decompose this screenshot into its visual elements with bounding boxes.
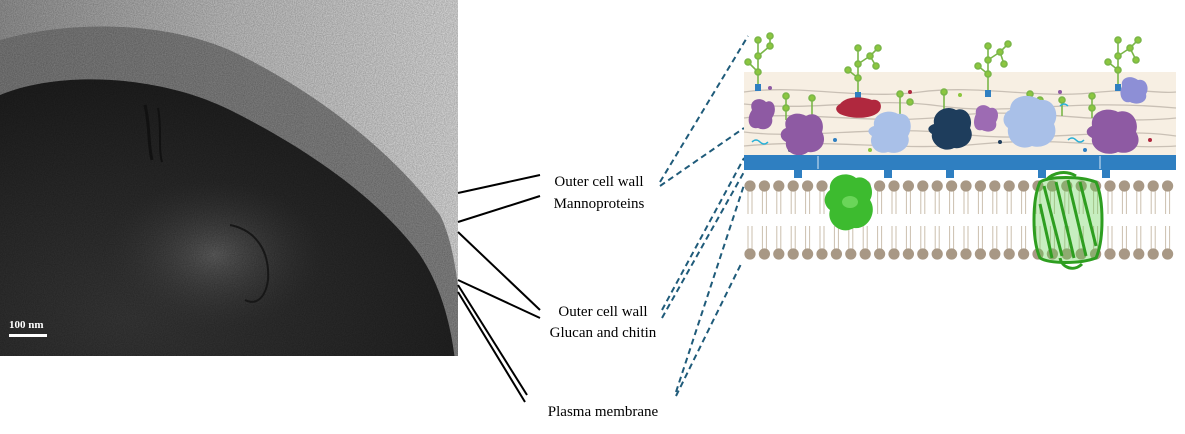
- callout-glucan-bottom: [661, 171, 745, 319]
- lipid-head-top: [816, 180, 828, 192]
- wall-particles: [768, 86, 1152, 152]
- leader-line-outer-wall-glucan-2: [457, 279, 541, 319]
- lipid-head-bottom: [874, 248, 886, 260]
- lipid-head-bottom: [830, 248, 843, 260]
- lipid-head-bottom: [1104, 248, 1116, 260]
- lipid-head-top: [989, 180, 1001, 192]
- protein-purple-small-2: [974, 105, 998, 132]
- solid-leader-lines: [457, 174, 541, 403]
- label-outer-wall-glucan-line2: Glucan and chitin: [550, 325, 657, 341]
- mannan-tree: [844, 44, 882, 99]
- lipid-head-top: [960, 180, 972, 192]
- protein-lavender: [1120, 77, 1148, 104]
- lipid-head-bottom: [1162, 248, 1174, 260]
- lipid-head-bottom: [960, 248, 972, 260]
- label-outer-wall-manno-line2: Mannoproteins: [554, 196, 645, 212]
- lipid-head-bottom: [845, 248, 857, 260]
- lipid-head-bottom: [989, 248, 1001, 260]
- protein-red: [836, 97, 881, 118]
- tem-micrograph: 100 nm: [0, 0, 458, 356]
- wall-proteins: [748, 77, 1148, 156]
- leader-line-outer-wall-manno-1: [457, 174, 541, 194]
- mannan-chains: [744, 32, 1142, 120]
- lipid-head-bottom: [1133, 248, 1145, 260]
- lipid-head-top: [773, 180, 785, 192]
- cell-envelope-schematic: [743, 32, 1177, 270]
- leader-line-plasma-membrane-2: [457, 291, 526, 403]
- callout-membrane-bottom: [675, 261, 743, 397]
- label-outer-wall-glucan-line1: Outer cell wall: [558, 304, 647, 320]
- lipid-head-top: [917, 180, 929, 192]
- lipid-head-top: [1104, 180, 1116, 192]
- lipid-head-bottom: [816, 248, 828, 260]
- lipid-head-top: [1003, 180, 1015, 192]
- band-anchors: [794, 170, 1110, 178]
- callout-manno-top: [659, 35, 749, 183]
- lipid-head-bottom: [1061, 248, 1073, 260]
- lipid-head-top: [946, 180, 958, 192]
- label-outer-wall-manno-line1: Outer cell wall: [554, 174, 643, 190]
- lipid-head-top: [974, 180, 987, 192]
- lipid-head-bottom: [744, 248, 756, 260]
- lipid-head-top: [1018, 180, 1030, 192]
- protein-lightblue: [868, 111, 911, 153]
- lipid-bilayer: [744, 180, 1174, 260]
- lipid-head-bottom: [859, 248, 871, 260]
- dashed-callout-lines: [659, 35, 749, 397]
- lipid-head-bottom: [773, 248, 785, 260]
- lipid-head-top: [931, 180, 943, 192]
- lipid-head-bottom: [1118, 248, 1130, 260]
- lipid-head-top: [802, 180, 814, 192]
- protein-purple-large: [780, 113, 825, 156]
- lipid-head-bottom: [787, 248, 799, 260]
- mannan-short-chains: [782, 88, 1096, 120]
- lipid-head-bottom: [902, 248, 915, 260]
- lipid-head-top: [1162, 180, 1174, 192]
- lipid-head-bottom: [974, 248, 987, 260]
- lipid-head-top: [1118, 180, 1130, 192]
- figure-labels: Outer cell wall Mannoproteins Outer cell…: [548, 174, 659, 420]
- callout-manno-bottom: [659, 127, 745, 187]
- callout-membrane-top: [675, 184, 745, 393]
- scale-bar-label: 100 nm: [9, 319, 44, 331]
- scale-bar: [9, 334, 47, 337]
- lipid-head-bottom: [1147, 248, 1159, 260]
- membrane-protein-beta-barrel: [1032, 171, 1104, 270]
- lipid-head-top: [744, 180, 756, 192]
- lipid-head-top: [787, 180, 799, 192]
- lipid-head-bottom: [802, 248, 814, 260]
- protein-purple-small: [748, 99, 775, 130]
- lipid-head-bottom: [1003, 248, 1015, 260]
- mannan-tree: [1104, 36, 1142, 91]
- leader-line-outer-wall-manno-2: [457, 195, 541, 223]
- lipid-head-top: [902, 180, 915, 192]
- band-segment-dividers: [817, 156, 1101, 169]
- lipid-head-bottom: [1018, 248, 1030, 260]
- lipid-head-bottom: [888, 248, 900, 260]
- label-plasma-membrane: Plasma membrane: [548, 404, 659, 420]
- leader-line-plasma-membrane-1: [457, 284, 528, 396]
- lipid-head-bottom: [946, 248, 958, 260]
- leader-line-outer-wall-glucan-1: [457, 231, 541, 311]
- protein-purple-cluster: [1086, 109, 1139, 154]
- inner-wall-band: [744, 155, 1176, 170]
- lipid-head-bottom: [931, 248, 943, 260]
- lipid-head-bottom: [758, 248, 771, 260]
- lipid-head-top: [1147, 180, 1159, 192]
- mannan-tree: [744, 32, 774, 91]
- lipid-head-top: [874, 180, 886, 192]
- lipid-head-top: [888, 180, 900, 192]
- lipid-head-top: [758, 180, 771, 192]
- lipid-head-bottom: [917, 248, 929, 260]
- callout-glucan-top: [661, 157, 745, 311]
- mannan-tree: [974, 40, 1012, 97]
- protein-navy: [928, 107, 972, 150]
- protein-lightblue-large: [1003, 95, 1057, 148]
- lipid-head-top: [1133, 180, 1145, 192]
